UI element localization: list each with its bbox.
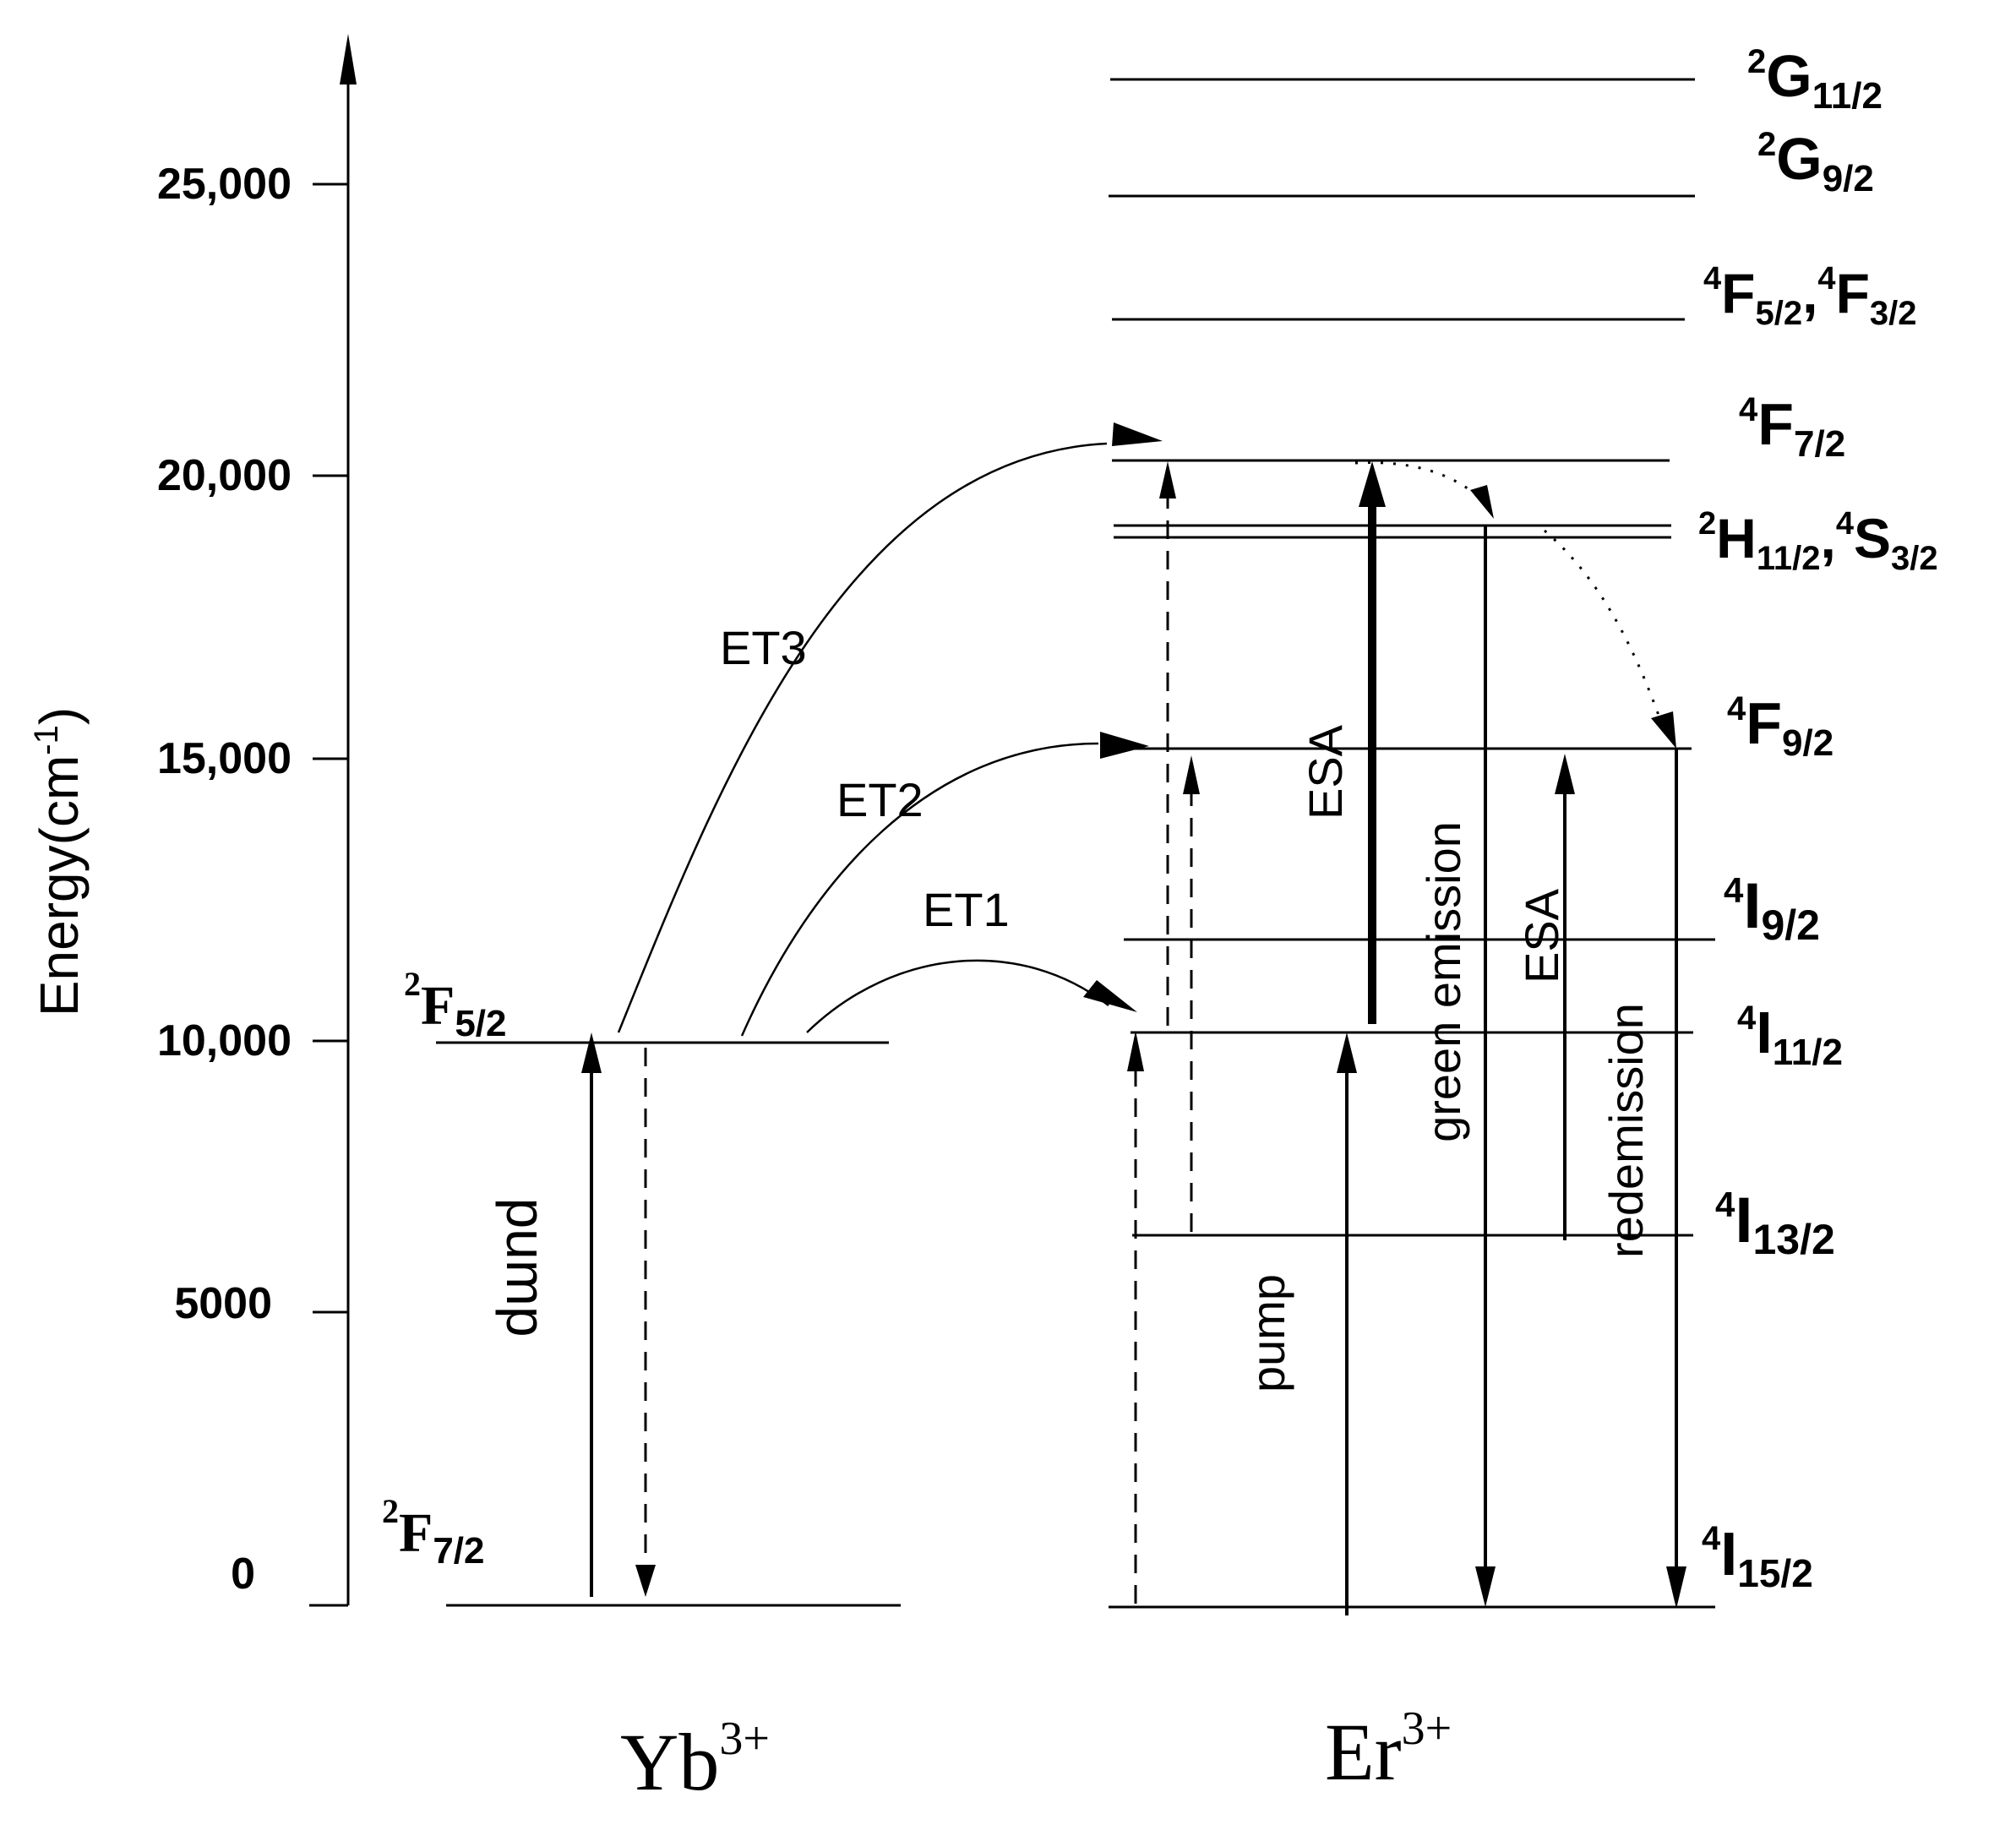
ion-labels: Yb3+ Er3+ bbox=[620, 1702, 1452, 1807]
tick-label-15000: 15,000 bbox=[157, 734, 292, 783]
et2-label: ET2 bbox=[836, 773, 924, 826]
energy-axis: 25,000 20,000 15,000 10,000 5000 0 Energ… bbox=[28, 34, 357, 1607]
et2-arrow-head bbox=[1100, 732, 1149, 759]
er-level-label-2g112: 2G11/2 bbox=[1747, 43, 1883, 117]
et3-curve bbox=[617, 442, 1108, 1033]
nonradiative-relax-2 bbox=[1544, 529, 1666, 733]
nonradiative-relax-2-head bbox=[1651, 711, 1676, 749]
yb-transitions: pump bbox=[495, 1032, 656, 1597]
yb-level-label-2f52: 2F5/2 bbox=[404, 965, 507, 1044]
yb-pump-arrow-head bbox=[581, 1032, 602, 1073]
et3-label: ET3 bbox=[720, 621, 807, 674]
et1-curve bbox=[806, 959, 1109, 1033]
et1-label: ET1 bbox=[923, 883, 1010, 936]
er-et2-dashed-arrow-head bbox=[1183, 755, 1200, 794]
ion-label-yb: Yb3+ bbox=[620, 1713, 770, 1807]
green-emission-label: green emission bbox=[1417, 821, 1470, 1142]
er-level-label-2h112-4s32: 2H11/2,4S3/2 bbox=[1698, 506, 1938, 577]
tick-label-0: 0 bbox=[231, 1550, 255, 1599]
energy-transfer-curves: ET1 ET2 ET3 bbox=[617, 422, 1163, 1037]
red-emission-label: redemission bbox=[1599, 1003, 1653, 1258]
er-esa-arrow-1-head bbox=[1359, 461, 1386, 507]
er-pump-arrow-head bbox=[1337, 1032, 1357, 1073]
er-level-label-4f92: 4F9/2 bbox=[1727, 690, 1833, 764]
er-level-label-4i112: 4I11/2 bbox=[1737, 1000, 1843, 1073]
nonradiative-relax-1-head bbox=[1470, 485, 1494, 519]
red-emission-arrow-head bbox=[1666, 1566, 1686, 1609]
axis-title: Energy(cm-1) bbox=[28, 707, 90, 1016]
er-level-label-4f52-4f32: 4F5/2,4F3/2 bbox=[1703, 261, 1917, 332]
er-et3-dashed-arrow-head bbox=[1159, 461, 1176, 498]
et2-curve bbox=[740, 742, 1099, 1037]
tick-label-25000: 25,000 bbox=[157, 160, 292, 209]
tick-label-5000: 5000 bbox=[174, 1279, 272, 1328]
yb-pump-label: pump bbox=[495, 1197, 558, 1337]
et1-arrow-head bbox=[1083, 980, 1137, 1012]
tick-label-20000: 20,000 bbox=[157, 451, 292, 500]
er-level-label-4i152: 4I15/2 bbox=[1702, 1520, 1813, 1595]
er-transitions: pump ESA green emission ESA redemission bbox=[1127, 461, 1686, 1615]
er-levels: 2G11/2 2G9/2 4F5/2,4F3/2 4F7/2 2H11/2,4S… bbox=[1109, 43, 1938, 1609]
er-esa-label-2: ESA bbox=[1515, 888, 1568, 983]
er-esa-arrow-2-head bbox=[1555, 754, 1575, 794]
er-pump-label: pump bbox=[1241, 1274, 1294, 1392]
yb-levels: 2F5/2 2F7/2 bbox=[382, 965, 901, 1607]
er-level-label-4f72: 4F7/2 bbox=[1739, 391, 1845, 465]
ion-label-er: Er3+ bbox=[1325, 1702, 1452, 1797]
er-level-label-4i92: 4I9/2 bbox=[1724, 870, 1820, 949]
axis-arrow-icon bbox=[340, 34, 357, 84]
er-level-label-4i132: 4I13/2 bbox=[1715, 1185, 1835, 1263]
er-esa-label-1: ESA bbox=[1299, 724, 1352, 820]
tick-label-10000: 10,000 bbox=[157, 1016, 292, 1065]
yb-relax-arrow-head bbox=[635, 1565, 656, 1597]
er-level-label-2g92: 2G9/2 bbox=[1757, 126, 1874, 199]
et3-arrow-head bbox=[1112, 422, 1163, 446]
er-et1-dashed-arrow-head bbox=[1127, 1031, 1144, 1071]
green-emission-arrow-head bbox=[1475, 1566, 1496, 1607]
yb-level-label-2f72: 2F7/2 bbox=[382, 1492, 485, 1572]
